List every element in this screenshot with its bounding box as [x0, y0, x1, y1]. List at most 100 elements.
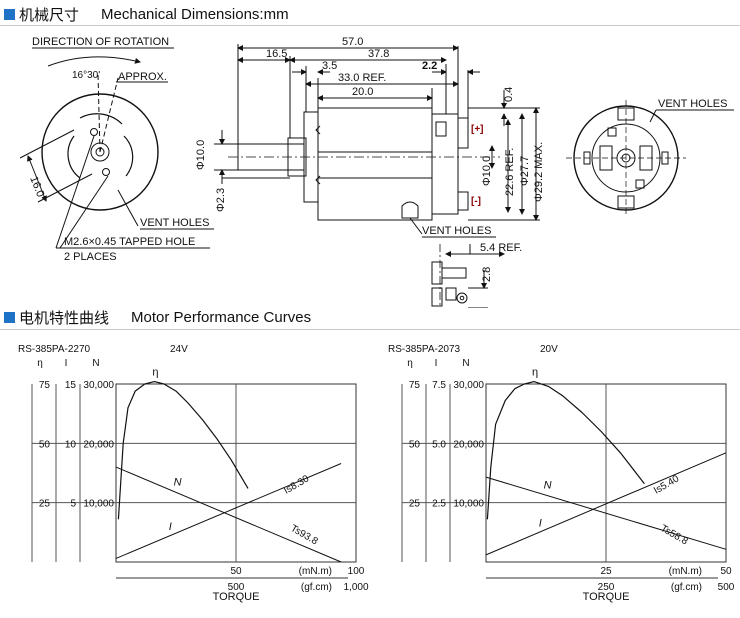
x-tick-gfcm-label: 1,000 [343, 582, 368, 593]
x-unit-gfcm: (gf.cm) [671, 582, 702, 593]
chart-model-label: RS-385PA-2073 [388, 344, 461, 355]
dim-20: 20.0 [352, 86, 373, 98]
i-tick-label: 2.5 [432, 499, 446, 510]
vent-holes-bottom: VENT HOLES [422, 225, 492, 237]
eta-tick-label: 50 [409, 439, 421, 450]
chart-voltage-label: 20V [540, 344, 558, 355]
section-bullet-icon [4, 8, 15, 20]
dim-37-8: 37.8 [368, 48, 389, 60]
i-tick-label: 7.5 [432, 380, 446, 391]
efficiency-curve-eta [117, 381, 249, 520]
current-curve-i [115, 463, 342, 559]
eta-curve-label: η [532, 367, 538, 379]
dim-16: 16.0 [27, 175, 46, 199]
terminal-tab-top [617, 107, 635, 121]
i-curve-label: I [539, 517, 542, 529]
stall-current-label: Is8.30 [282, 473, 311, 496]
dim-3-5: 3.5 [322, 60, 337, 72]
vent-holes-right: VENT HOLES [658, 98, 728, 110]
x-unit-mnm: (mN.m) [299, 566, 332, 577]
i-tick-label: 5.0 [432, 439, 446, 450]
approx-label: APPROX. [118, 71, 167, 83]
dim-33-ref: 33.0 REF. [338, 72, 386, 84]
dim-57: 57.0 [342, 36, 363, 48]
speed-curve-n [115, 466, 342, 563]
dim-0-4: 0.4 [503, 87, 515, 102]
vent-bump [401, 201, 419, 219]
axis-head-n: N [462, 358, 469, 369]
efficiency-curve-eta [486, 381, 645, 520]
axis-head-i: I [65, 358, 68, 369]
end-bell [431, 113, 459, 215]
dim-22-6-ref: 22.6 REF. [504, 148, 516, 196]
eta-tick-label: 25 [39, 499, 51, 510]
tapped-hole-bottom [102, 168, 110, 176]
section-divider [0, 329, 740, 330]
section-title-cn: 电机特性曲线 [19, 309, 110, 327]
x-tick-gfcm-label: 250 [598, 582, 615, 593]
terminal-minus [457, 191, 469, 211]
dim-5-4-ref: 5.4 REF. [480, 242, 522, 254]
terminal-detail: 5.4 REF. 2.8 [431, 242, 522, 308]
x-unit-mnm: (mN.m) [669, 566, 702, 577]
left-end-view: DIRECTION OF ROTATION 16°30' APPROX. 16.… [19, 36, 214, 263]
current-curve-i [485, 452, 727, 556]
terminal-minus-label: [-] [471, 196, 481, 207]
axis-head-i: I [435, 358, 438, 369]
x-tick-gfcm-label: 500 [228, 582, 245, 593]
terminal-tab-bottom [617, 195, 635, 209]
x-tick-label: 100 [348, 566, 365, 577]
tapped-places-label: 2 PLACES [64, 251, 117, 263]
x-tick-label: 50 [230, 566, 242, 577]
x-axis-title: TORQUE [583, 591, 630, 603]
axis-head-eta: η [37, 358, 43, 369]
eta-tick-label: 75 [409, 380, 421, 391]
tapped-hole-top [90, 128, 98, 136]
stall-current-label: Is5.40 [652, 473, 681, 496]
dim-16-5: 16.5 [266, 48, 287, 60]
mechanical-drawing: DIRECTION OF ROTATION 16°30' APPROX. 16.… [19, 36, 734, 308]
eta-tick-label: 25 [409, 499, 421, 510]
stall-torque-label: Ts58.8 [659, 523, 690, 547]
x-tick-gfcm-label: 500 [718, 582, 735, 593]
dim-phi-10-boss: Φ10.0 [481, 156, 493, 186]
n-curve-label: N [174, 476, 182, 488]
x-tick-label: 25 [600, 566, 612, 577]
n-tick-label: 10,000 [83, 499, 114, 510]
section-title-en: Motor Performance Curves [131, 308, 312, 326]
side-view: [+] [-] 57.0 16.5 37.8 3.5 2.2 33.0 REF.… [195, 36, 545, 238]
n-tick-label: 30,000 [83, 380, 114, 391]
x-tick-label: 50 [720, 566, 732, 577]
section-header-performance: 电机特性曲线 Motor Performance Curves [4, 307, 311, 327]
eta-tick-label: 50 [39, 439, 51, 450]
chart-model-label: RS-385PA-2270 [18, 344, 91, 355]
end-cap-outline [41, 93, 159, 211]
direction-label: DIRECTION OF ROTATION [32, 36, 169, 48]
section-title-en: Mechanical Dimensions:mm [101, 5, 289, 23]
n-tick-label: 10,000 [453, 499, 484, 510]
dim-phi-29-2-max: Φ29.2 MAX. [533, 142, 545, 202]
vent-holes-left: VENT HOLES [140, 217, 210, 229]
axis-head-eta: η [407, 358, 413, 369]
right-end-view: VENT HOLES [566, 98, 734, 216]
dim-phi-2-3: Φ2.3 [215, 188, 227, 212]
eta-curve-label: η [152, 367, 158, 379]
speed-curve-n [485, 476, 727, 550]
n-curve-label: N [544, 479, 552, 491]
stall-torque-label: Ts93.8 [289, 523, 320, 547]
x-axis-title: TORQUE [213, 591, 260, 603]
axis-head-n: N [92, 358, 99, 369]
tapped-hole-label: M2.6×0.45 TAPPED HOLE [64, 236, 195, 248]
i-tick-label: 10 [65, 439, 77, 450]
eta-tick-label: 75 [39, 380, 51, 391]
dim-2-2: 2.2 [422, 60, 437, 72]
section-bullet-icon [4, 311, 15, 323]
terminal-plus [457, 117, 469, 149]
dim-phi-27-7: Φ27.7 [519, 156, 531, 186]
section-title-cn: 机械尺寸 [19, 6, 80, 24]
x-unit-gfcm: (gf.cm) [301, 582, 332, 593]
